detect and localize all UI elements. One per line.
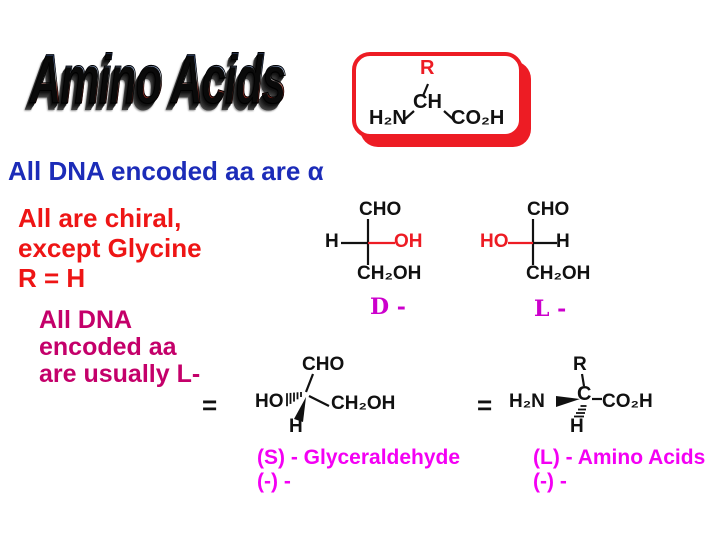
- amino-acid-r-label: R: [573, 354, 587, 375]
- glyceraldehyde-ch2oh-label: CH₂OH: [331, 393, 396, 414]
- l-configuration-note: All DNA encoded aa are usually L-: [39, 307, 200, 388]
- d-series-label: D -: [370, 294, 406, 320]
- fischer-d-h-label: H: [325, 231, 339, 252]
- generic-amino-acid-box: R CH H₂N CO₂H: [352, 52, 523, 138]
- hash-wedge-h: [574, 405, 587, 418]
- glyceraldehyde-h-label: H: [289, 416, 303, 437]
- l-note-line3: are usually L-: [39, 360, 201, 388]
- chiral-note-line1: All are chiral,: [18, 203, 182, 233]
- l-note-line1: All DNA: [39, 306, 133, 334]
- chiral-note-line3: R = H: [18, 263, 86, 293]
- chiral-note: All are chiral, except Glycine R = H: [18, 203, 202, 293]
- fischer-l-bonds: [508, 219, 557, 265]
- hash-wedge-ho: [286, 392, 302, 407]
- generic-acid-label: CO₂H: [451, 107, 505, 129]
- generic-ch-label: CH: [413, 91, 442, 113]
- fischer-d-bonds: [341, 219, 395, 265]
- generic-amine-label: H₂N: [369, 107, 407, 129]
- fischer-d-ch2oh-label: CH₂OH: [357, 263, 422, 284]
- l-note-line2: encoded aa: [39, 333, 177, 361]
- l-amino-acids-rotation: (-) -: [533, 470, 567, 493]
- generic-r-group-label: R: [420, 57, 435, 79]
- glyceraldehyde-cho-label: CHO: [302, 354, 345, 375]
- chiral-note-line2: except Glycine: [18, 233, 202, 263]
- slide-title-wordart: Amino Acids: [30, 41, 287, 119]
- amino-acid-c-label: C: [577, 383, 592, 405]
- equals-sign-right: =: [477, 390, 493, 420]
- fischer-l-cho-label: CHO: [527, 199, 570, 220]
- l-series-label: L -: [534, 296, 567, 322]
- fischer-d-cho-label: CHO: [359, 199, 402, 220]
- fischer-l-ch2oh-label: CH₂OH: [526, 263, 591, 284]
- fischer-l-ho-label: HO: [480, 231, 509, 252]
- glyceraldehyde-ho-label: HO: [255, 391, 284, 412]
- equals-sign-left: =: [202, 390, 218, 420]
- amino-acid-h-label: H: [570, 416, 584, 437]
- s-glyceraldehyde-rotation: (-) -: [257, 470, 291, 493]
- fischer-l-h-label: H: [556, 231, 570, 252]
- alpha-heading: All DNA encoded aa are α: [8, 156, 324, 186]
- amino-acid-co2h-label: CO₂H: [602, 391, 653, 412]
- s-glyceraldehyde-caption: (S) - Glyceraldehyde: [257, 446, 461, 469]
- l-amino-acids-caption: (L) - Amino Acids: [533, 446, 706, 469]
- glyceraldehyde-3d-bonds: [286, 373, 330, 422]
- amino-acid-h2n-label: H₂N: [509, 391, 545, 412]
- fischer-d-oh-label: OH: [394, 231, 423, 252]
